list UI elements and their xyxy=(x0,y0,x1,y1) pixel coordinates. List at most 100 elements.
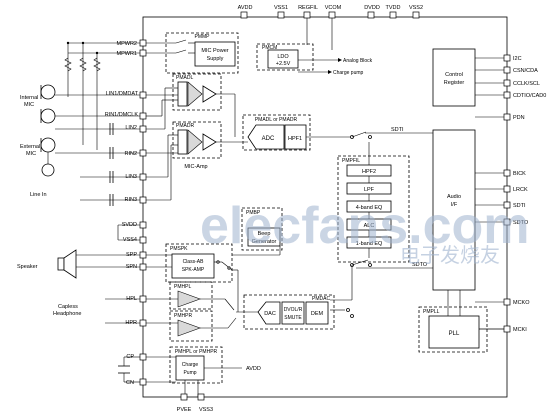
svg-text:LIN2: LIN2 xyxy=(125,125,137,131)
mic-power-supply: PMMP MIC Power Supply xyxy=(146,32,239,74)
svg-text:RIN1/DMCLK: RIN1/DMCLK xyxy=(105,112,139,118)
svg-text:LDO: LDO xyxy=(277,54,289,60)
right-pin-sdti: SDTI xyxy=(475,201,526,209)
svg-text:PMMP: PMMP xyxy=(195,34,211,40)
right-pin-bick: BICK xyxy=(475,169,526,177)
svg-text:VSS3: VSS3 xyxy=(199,407,213,413)
svg-text:PMADL: PMADL xyxy=(176,75,193,81)
svg-text:RIN2: RIN2 xyxy=(124,151,137,157)
charge-pump-block: PMHPL or PMHPR Charge Pump AVDD xyxy=(146,346,261,397)
input-routing xyxy=(146,87,178,201)
watermark-logo: elecfans.com 电子发烧友 xyxy=(200,197,530,267)
svg-text:PVEE: PVEE xyxy=(177,407,192,413)
svg-text:CN: CN xyxy=(126,380,134,386)
audio-interface: Audio I/F xyxy=(432,129,476,291)
svg-text:Class-AB: Class-AB xyxy=(183,259,205,265)
top-pin-tvdd: TVDD xyxy=(386,5,401,19)
top-pin-vcom: VCOM xyxy=(325,5,342,19)
mic-bias-network xyxy=(64,41,140,150)
svg-text:I2C: I2C xyxy=(513,56,522,62)
svg-text:PMPFIL: PMPFIL xyxy=(342,158,360,164)
svg-text:PMHPL: PMHPL xyxy=(174,284,191,290)
svg-text:AVDD: AVDD xyxy=(246,366,261,372)
svg-text:Line In: Line In xyxy=(30,192,47,198)
svg-text:SMUTE: SMUTE xyxy=(284,315,302,321)
svg-text:MCKO: MCKO xyxy=(513,300,530,306)
svg-text:PMCM: PMCM xyxy=(262,45,277,51)
svg-text:PMADL or PMADR: PMADL or PMADR xyxy=(255,117,298,123)
svg-text:SDTI: SDTI xyxy=(513,203,526,209)
mic-amp-left: PMADL xyxy=(172,73,222,111)
left-pin-lin2: LIN2 xyxy=(125,125,147,133)
svg-text:MIC: MIC xyxy=(26,151,36,157)
svg-text:PDN: PDN xyxy=(513,115,525,121)
svg-text:HPF1: HPF1 xyxy=(288,136,302,142)
svg-text:PMPLL: PMPLL xyxy=(423,309,440,315)
left-pin-cn: CN xyxy=(126,378,147,386)
svg-text:Generator: Generator xyxy=(252,239,277,245)
svg-text:PMSPK: PMSPK xyxy=(170,246,188,252)
svg-text:+2.5V: +2.5V xyxy=(276,61,291,67)
sdto-internal-label: SDTO xyxy=(412,262,428,268)
right-pin-csn: CSN/CDA xyxy=(475,66,538,74)
svg-text:DAC: DAC xyxy=(264,311,276,317)
left-pin-rin1: RIN1/DMCLK xyxy=(105,112,147,120)
svg-text:ADC: ADC xyxy=(262,136,275,142)
control-register: Control Register xyxy=(432,48,476,107)
dac-block: PMDAC DAC DVOL/R SMUTE DEM xyxy=(243,294,335,330)
headphone-amp-left: PMHPL xyxy=(146,281,213,310)
right-pin-mcki: MCKI xyxy=(475,325,527,333)
adc-block: PMADL or PMADR ADC HPF1 xyxy=(242,114,311,151)
svg-text:Audio: Audio xyxy=(447,194,461,200)
svg-text:MPWR2: MPWR2 xyxy=(117,41,137,47)
svg-text:BICK: BICK xyxy=(513,171,526,177)
svg-text:4-band EQ: 4-band EQ xyxy=(356,205,383,211)
svg-text:CSN/CDA: CSN/CDA xyxy=(513,68,538,74)
svg-text:CDTIO/CAD0: CDTIO/CAD0 xyxy=(513,93,546,99)
svg-text:PMHPR: PMHPR xyxy=(174,313,192,319)
svg-text:电子发烧友: 电子发烧友 xyxy=(400,244,500,267)
svg-text:SDTO: SDTO xyxy=(513,220,529,226)
svg-text:MIC Power: MIC Power xyxy=(201,48,228,54)
svg-text:ALC: ALC xyxy=(364,223,375,229)
svg-text:Charge: Charge xyxy=(182,362,199,368)
svg-text:Capless: Capless xyxy=(58,304,78,310)
svg-text:AVDD: AVDD xyxy=(238,5,253,11)
svg-text:PMHPL or PMHPR: PMHPL or PMHPR xyxy=(175,349,218,355)
svg-text:LIN1/DMDAT: LIN1/DMDAT xyxy=(106,91,139,97)
bottom-pin-pvee: PVEE xyxy=(177,393,192,413)
right-pin-sdto: SDTO xyxy=(475,218,529,226)
svg-text:HPF2: HPF2 xyxy=(362,169,376,175)
top-pin-dvdd: DVDD xyxy=(364,5,380,19)
svg-text:MIC: MIC xyxy=(24,102,34,108)
top-pin-regfil: REGFIL xyxy=(298,5,318,19)
svg-text:VCOM: VCOM xyxy=(325,5,342,11)
svg-text:SPK-AMP: SPK-AMP xyxy=(182,267,205,273)
sdti-internal-label: SDTI xyxy=(391,127,404,133)
svg-text:1-band EQ: 1-band EQ xyxy=(356,241,383,247)
svg-text:External: External xyxy=(20,144,40,150)
svg-text:PMADR: PMADR xyxy=(176,123,194,129)
right-pin-mcko: MCKO xyxy=(475,298,530,306)
line-in: Line In xyxy=(30,176,140,201)
left-pin-rin2: RIN2 xyxy=(124,149,147,157)
left-pin-mpwr2: MPWR2 xyxy=(117,39,147,47)
ldo-block: PMCM LDO +2.5V xyxy=(256,43,314,71)
charge-pump-cap xyxy=(118,356,140,383)
svg-text:VSS2: VSS2 xyxy=(409,5,423,11)
svg-text:CCLK/SCL: CCLK/SCL xyxy=(513,81,540,87)
charge-pump-note: Charge pump xyxy=(333,70,364,76)
svg-text:Control: Control xyxy=(445,72,463,78)
svg-text:MPWR1: MPWR1 xyxy=(117,51,137,57)
svg-text:TVDD: TVDD xyxy=(386,5,401,11)
svg-text:Internal: Internal xyxy=(20,95,38,101)
svg-text:Supply: Supply xyxy=(207,56,224,62)
svg-text:LRCK: LRCK xyxy=(513,187,528,193)
svg-text:DVDD: DVDD xyxy=(364,5,380,11)
svg-text:PMDAC: PMDAC xyxy=(312,296,330,302)
svg-text:LPF: LPF xyxy=(364,187,375,193)
svg-text:Beep: Beep xyxy=(258,231,271,237)
svg-text:I/F: I/F xyxy=(451,202,458,208)
output-routing xyxy=(200,246,281,329)
